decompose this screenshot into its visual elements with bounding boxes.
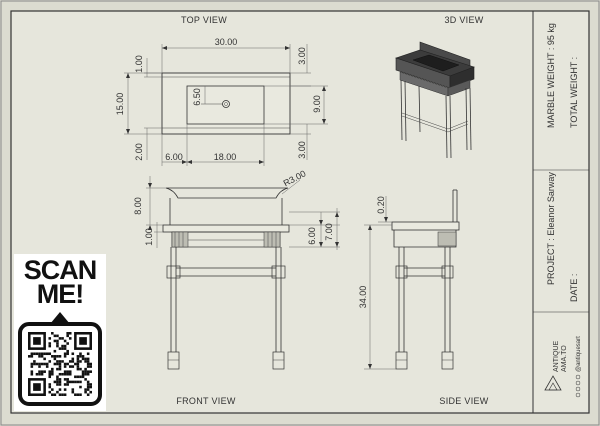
3d-view <box>395 41 475 159</box>
qr-code-icon <box>28 332 92 396</box>
3d-view-label: 3D VIEW <box>444 15 483 25</box>
dim-top-width: 30.00 <box>215 37 238 47</box>
svg-text:@antiquesart: @antiquesart <box>576 336 582 372</box>
dim-top-left-1: 1.00 <box>134 55 144 73</box>
side-view-label: SIDE VIEW <box>439 396 488 406</box>
qr-code-panel[interactable]: SCAN ME! <box>14 254 106 411</box>
dim-top-right-3: 3.00 <box>297 47 307 65</box>
dim-top-depth: 15.00 <box>115 93 125 116</box>
scan-me-label: SCAN ME! <box>23 255 98 309</box>
total-weight: TOTAL WEIGHT : <box>569 57 579 128</box>
dim-front-apron-6: 6.00 <box>307 227 317 245</box>
facebook-icon <box>575 386 581 392</box>
dim-top-right-3b: 3.00 <box>297 141 307 159</box>
title-block: MARBLE WEIGHT : 95 kg TOTAL WEIGHT : PRO… <box>533 23 589 398</box>
brand-logo: ANTIQUE AMA.TO @antiquesart <box>544 336 582 398</box>
top-bowl-outline <box>186 85 265 125</box>
dim-top-bowl-depth: 9.00 <box>312 95 322 113</box>
front-view: R3.00 8.00 1.00 6.00 7.00 <box>133 168 340 370</box>
pinterest-icon <box>575 380 581 386</box>
svg-text:AMA.TO: AMA.TO <box>561 345 568 372</box>
dim-top-bowl-offset: 6.50 <box>192 88 202 106</box>
side-view: 0.20 34.00 <box>358 189 460 370</box>
top-view: 30.00 1.00 15.00 2.00 6.50 3.00 9.00 <box>115 37 328 166</box>
instagram-icon <box>575 392 581 398</box>
dim-side-height: 34.00 <box>358 286 368 309</box>
dim-front-backsplash: 8.00 <box>133 197 143 215</box>
top-view-label: TOP VIEW <box>181 15 227 25</box>
dim-front-top-1: 1.00 <box>144 228 154 246</box>
dim-front-apron-7: 7.00 <box>324 223 334 241</box>
top-slab <box>161 72 291 135</box>
dim-side-top: 0.20 <box>376 196 386 214</box>
date-field: DATE : <box>569 274 579 302</box>
svg-text:ANTIQUE: ANTIQUE <box>553 341 560 372</box>
dim-top-left-6: 6.00 <box>165 152 183 162</box>
youtube-icon <box>575 374 581 380</box>
project-name: PROJECT : Eleanor Sarway <box>546 172 556 285</box>
marble-weight: MARBLE WEIGHT : 95 kg <box>546 23 556 128</box>
qr-graphic <box>18 312 102 406</box>
dim-top-bowl-width: 18.00 <box>214 152 237 162</box>
front-view-label: FRONT VIEW <box>176 396 236 406</box>
dim-top-front-2: 2.00 <box>134 143 144 161</box>
